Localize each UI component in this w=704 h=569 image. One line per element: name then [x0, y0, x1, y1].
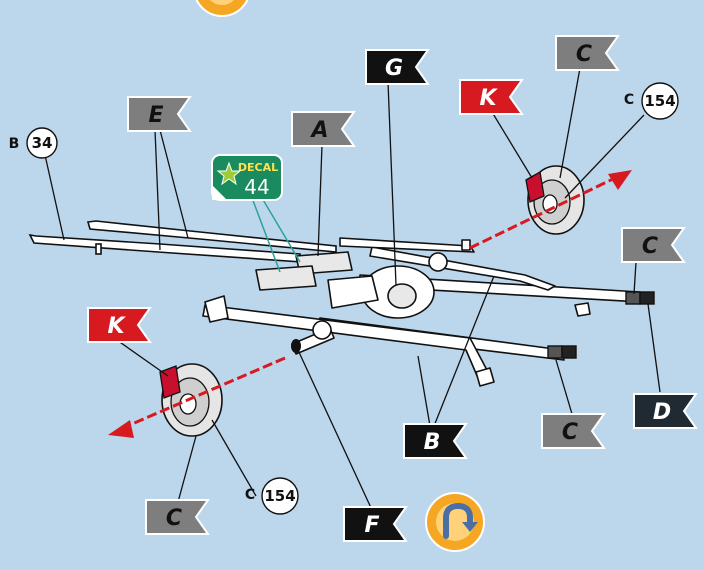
flag-c-top: C [555, 35, 620, 71]
flag-k-left: K [87, 307, 152, 343]
flag-c-bottom-left: C [145, 499, 210, 535]
rotate-arrow-icon[interactable] [425, 492, 485, 552]
decal-label: DECAL [238, 161, 278, 174]
leader-lines [44, 67, 661, 511]
svg-text:C: C [642, 234, 658, 259]
svg-text:K: K [107, 314, 126, 339]
brake-disc-bottom [159, 363, 223, 437]
svg-text:154: 154 [644, 92, 675, 110]
decal-badge: DECAL 44 [211, 154, 283, 201]
svg-text:K: K [479, 86, 498, 111]
svg-text:E: E [148, 103, 163, 128]
flag-c-bottom-right: C [541, 413, 606, 449]
ref-b34: B 34 [9, 127, 58, 159]
flag-b: B [403, 423, 468, 459]
flag-d: D [633, 393, 698, 429]
flag-e: E [127, 96, 192, 132]
ref-c154-bottom: C 154 [245, 477, 299, 515]
star-icon [216, 161, 242, 186]
svg-text:C: C [624, 92, 634, 108]
top-partial-rotate-icon [195, 0, 249, 17]
flag-g: G [365, 49, 430, 85]
svg-text:C: C [562, 420, 578, 445]
red-arrow-bottom [108, 356, 286, 438]
frame-rails [28, 220, 337, 263]
svg-text:C: C [245, 487, 255, 503]
decal-number: 44 [244, 175, 269, 199]
svg-text:C: C [576, 42, 592, 67]
svg-text:154: 154 [264, 487, 295, 505]
svg-text:C: C [166, 506, 182, 531]
rear-axle-assembly [202, 237, 655, 387]
svg-text:G: G [385, 56, 403, 81]
svg-text:D: D [653, 400, 671, 425]
exhaust-mufflers [255, 251, 353, 291]
flag-k-top: K [459, 79, 524, 115]
red-arrow-top [469, 170, 632, 250]
flag-c-right: C [621, 227, 686, 263]
svg-text:B: B [9, 136, 20, 152]
svg-text:A: A [309, 118, 328, 143]
ref-c154-top: C 154 [624, 82, 679, 120]
svg-text:F: F [364, 513, 379, 538]
brake-disc-top [525, 165, 585, 235]
svg-text:34: 34 [32, 134, 53, 152]
svg-text:B: B [424, 430, 441, 455]
flag-f: F [343, 506, 408, 542]
flag-a: A [291, 111, 356, 147]
